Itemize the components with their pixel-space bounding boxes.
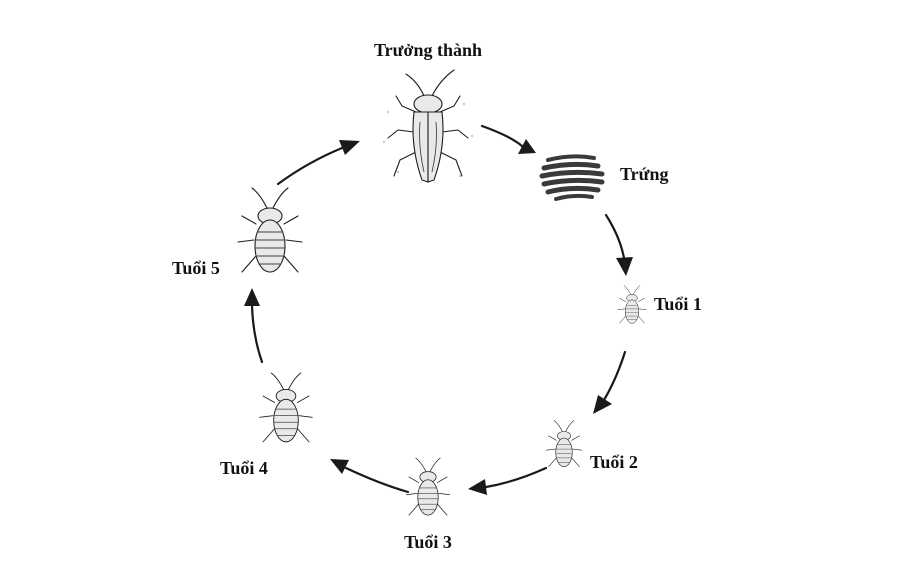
arrow-instar3-to-instar4 bbox=[330, 459, 410, 494]
label-instar5: Tuổi 5 bbox=[172, 258, 220, 278]
egg-case-icon bbox=[539, 154, 605, 201]
arrow-instar4-to-instar5 bbox=[244, 288, 264, 364]
arrow-adult-to-egg bbox=[480, 124, 536, 154]
instar5-nymph-icon bbox=[237, 187, 303, 273]
arrow-instar2-to-instar3 bbox=[468, 466, 548, 495]
arrow-instar5-to-adult bbox=[276, 140, 360, 186]
instar3-nymph-icon bbox=[405, 457, 451, 516]
arrow-egg-to-instar1 bbox=[604, 213, 633, 276]
label-adult: Trưởng thành bbox=[374, 40, 482, 60]
instar4-nymph-icon bbox=[259, 372, 313, 443]
cycle-arrows bbox=[244, 124, 633, 495]
adult-cockroach-icon bbox=[383, 69, 473, 183]
instar1-nymph-icon bbox=[617, 285, 647, 324]
stage-labels: Trưởng thành Trứng Tuổi 1 Tuổi 2 Tuổi 3 … bbox=[172, 40, 702, 552]
instar2-nymph-icon bbox=[546, 420, 582, 468]
label-instar1: Tuổi 1 bbox=[654, 294, 702, 314]
label-instar3: Tuổi 3 bbox=[404, 532, 452, 552]
label-egg: Trứng bbox=[620, 164, 668, 184]
label-instar2: Tuổi 2 bbox=[590, 452, 638, 472]
label-instar4: Tuổi 4 bbox=[220, 458, 268, 478]
arrow-instar1-to-instar2 bbox=[593, 350, 627, 414]
